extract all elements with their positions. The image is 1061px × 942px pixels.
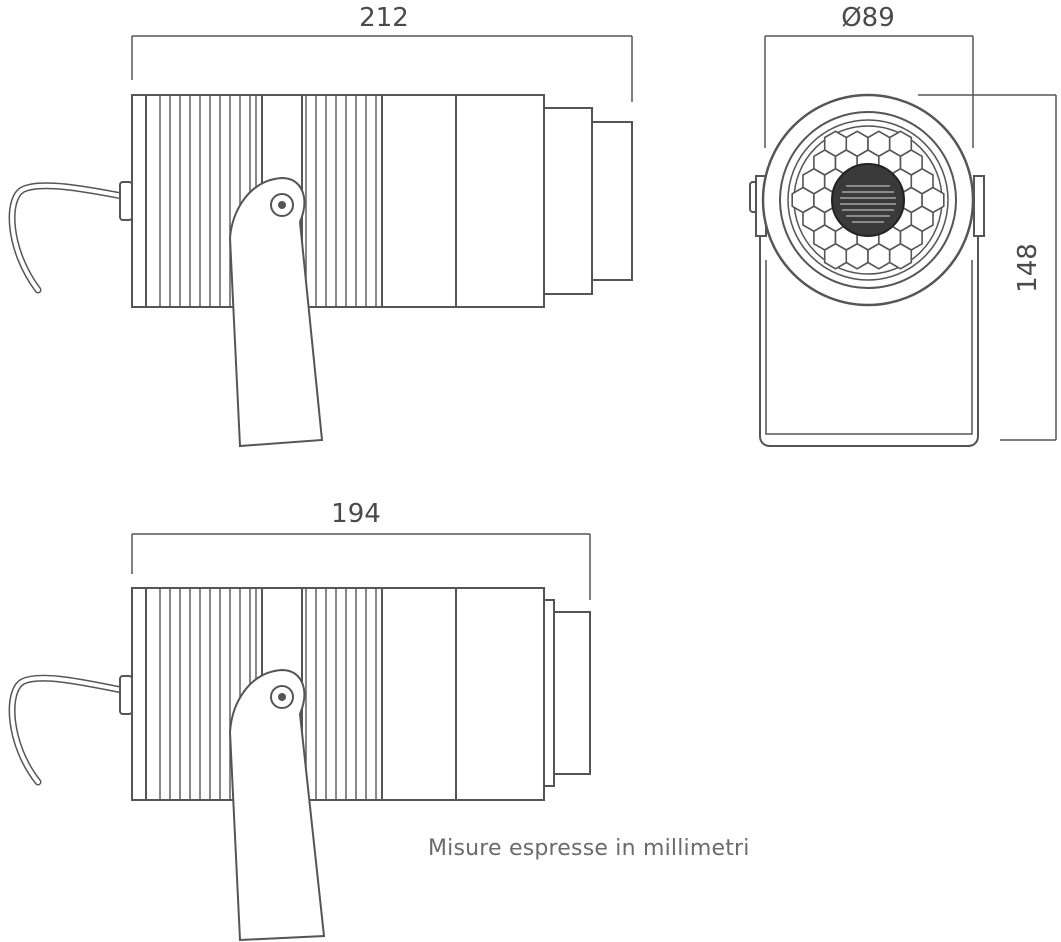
honeycomb-cell <box>823 242 848 270</box>
dimension-label-89: Ø89 <box>841 3 895 33</box>
dimension-line-212 <box>131 35 633 102</box>
front-view: Ø89 148 <box>749 3 1057 447</box>
honeycomb-cell <box>867 242 891 270</box>
mounting-bracket <box>228 176 324 448</box>
dimension-label-148: 148 <box>1013 243 1043 293</box>
dimension-line-194 <box>131 533 591 600</box>
units-note: Misure espresse in millimetri <box>428 836 750 861</box>
honeycomb-cell <box>888 242 913 270</box>
dimension-line-89 <box>764 35 974 148</box>
dimension-label-212: 212 <box>359 3 409 33</box>
side-view-long: 212 <box>8 3 633 448</box>
honeycomb-cell <box>845 242 869 270</box>
led-emitter <box>831 163 905 237</box>
mounting-bracket-bottom <box>228 668 326 942</box>
cooling-fins-bottom <box>159 588 377 800</box>
side-view-short: 194 <box>8 499 591 942</box>
dimension-line-148 <box>918 94 1057 441</box>
dimension-label-194: 194 <box>331 499 381 529</box>
